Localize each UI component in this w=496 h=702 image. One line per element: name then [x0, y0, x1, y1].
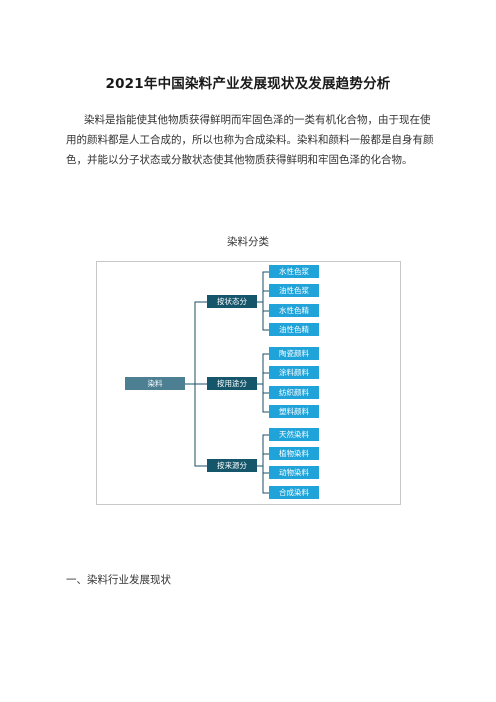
intro-paragraph-text: 染料是指能使其他物质获得鲜明而牢固色泽的一类有机化合物，由于现在使用的颜料都是人… [66, 114, 434, 166]
connector-root [185, 301, 207, 467]
diagram-leaf: 油性色精 [269, 323, 319, 336]
diagram-leaf: 涂料颜料 [269, 366, 319, 379]
diagram-group-source: 按来源分 [207, 459, 257, 472]
diagram-leaf: 动物染料 [269, 466, 319, 479]
diagram-root-node: 染料 [125, 377, 185, 390]
intro-paragraph: 染料是指能使其他物质获得鲜明而牢固色泽的一类有机化合物，由于现在使用的颜料都是人… [66, 110, 438, 170]
diagram-leaf: 水性色精 [269, 304, 319, 317]
diagram-leaf: 合成染料 [269, 486, 319, 499]
connector-group-3 [257, 434, 269, 494]
page-title: 2021年中国染料产业发展现状及发展趋势分析 [105, 76, 391, 92]
connector-group-1 [257, 271, 269, 331]
connector-group-2 [257, 353, 269, 413]
diagram-leaf: 天然染料 [269, 428, 319, 441]
diagram-leaf: 陶瓷颜料 [269, 347, 319, 360]
diagram-leaf: 水性色浆 [269, 265, 319, 278]
figure-caption: 染料分类 [227, 236, 269, 248]
diagram-group-state: 按状态分 [207, 295, 257, 308]
diagram-group-usage: 按用途分 [207, 377, 257, 390]
section-heading: 一、染料行业发展现状 [66, 574, 171, 586]
classification-diagram: 染料 按状态分 按用途分 按来源分 水性色浆 油性色浆 水性色精 油性色精 陶瓷… [96, 261, 401, 505]
diagram-leaf: 植物染料 [269, 447, 319, 460]
diagram-connectors [185, 271, 269, 494]
diagram-leaf: 纺织颜料 [269, 386, 319, 399]
diagram-leaf: 塑料颜料 [269, 405, 319, 418]
diagram-leaf: 油性色浆 [269, 284, 319, 297]
